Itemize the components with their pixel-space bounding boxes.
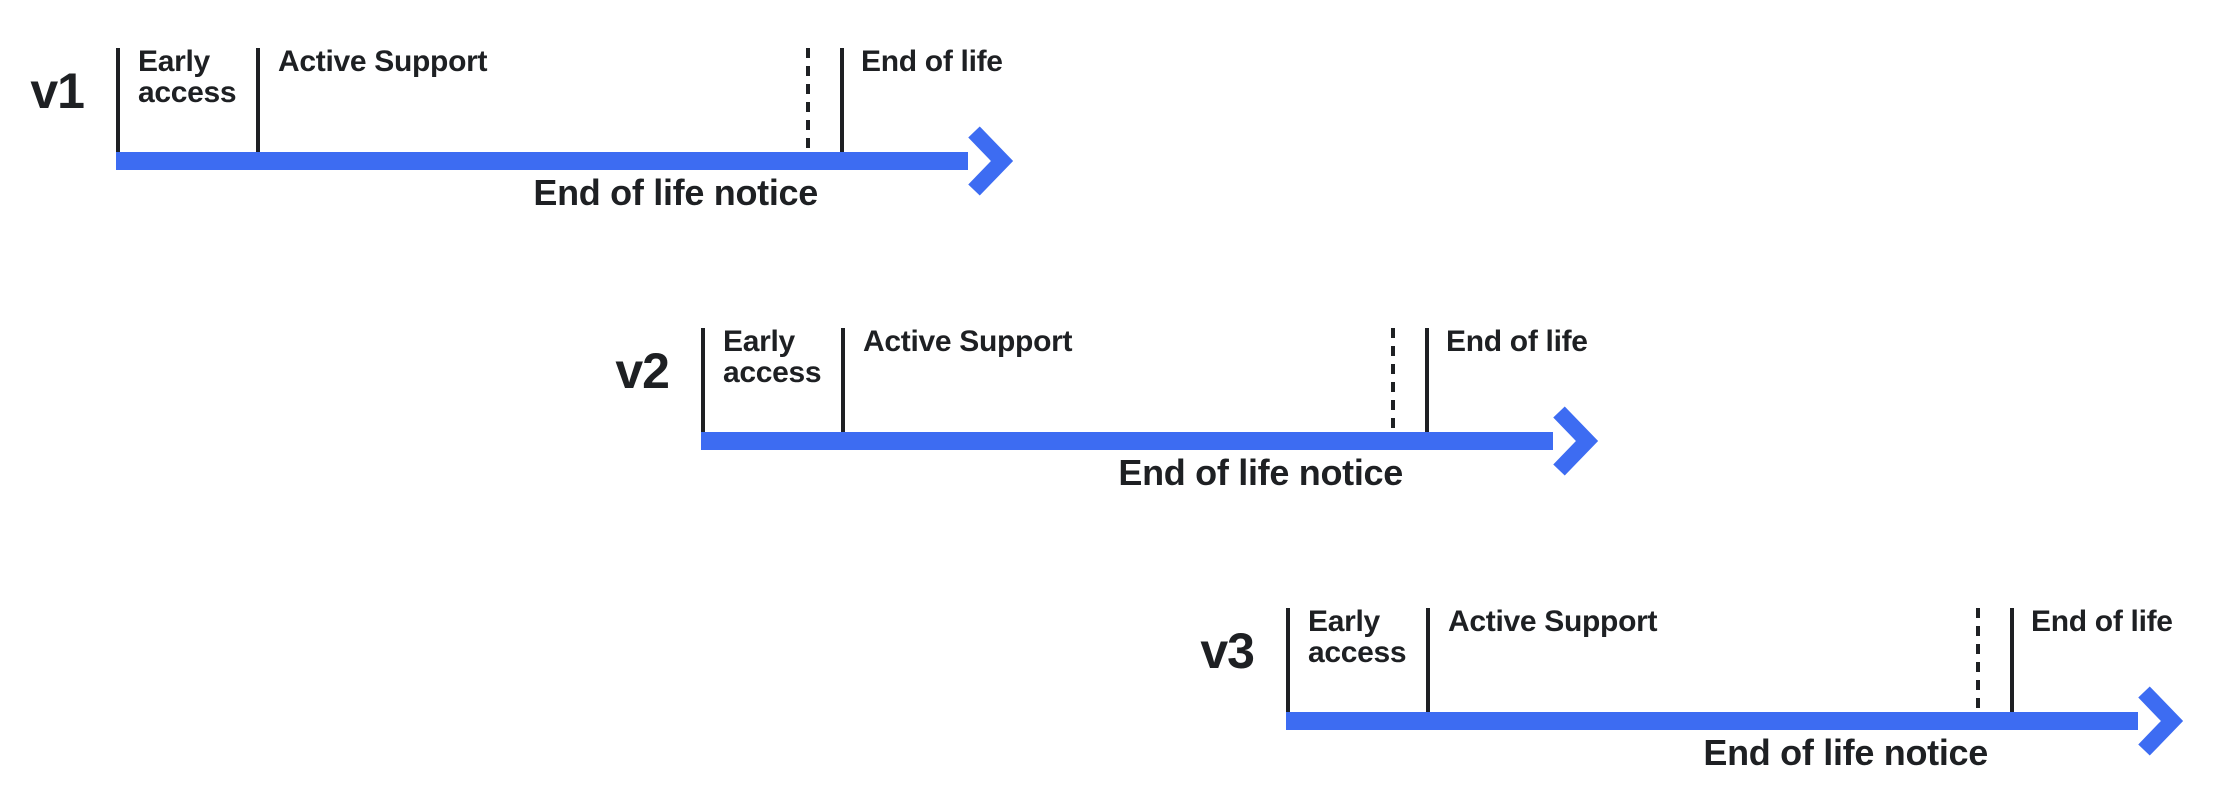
active-support-label: Active Support	[863, 325, 1073, 358]
active-support-start-tick	[841, 328, 845, 432]
early-access-start-tick	[701, 328, 705, 432]
end-of-life-tick	[840, 48, 844, 152]
timeline-v3: v3 Early access Active Support End of li…	[1200, 605, 2196, 780]
end-of-life-label: End of life	[861, 45, 1003, 78]
end-of-life-tick	[2010, 608, 2014, 712]
active-support-label: Active Support	[278, 45, 488, 78]
eol-notice-dashed-line	[806, 48, 810, 148]
timeline-arrow	[701, 406, 1599, 476]
end-of-life-label: End of life	[1446, 325, 1588, 358]
eol-notice-label: End of life notice	[1703, 732, 1988, 773]
early-access-start-tick	[1286, 608, 1290, 712]
early-access-label: Early access	[138, 45, 237, 109]
version-label: v3	[1200, 623, 1255, 679]
timeline-arrow	[116, 126, 1014, 196]
end-of-life-label: End of life	[2031, 605, 2173, 638]
timeline-v1: v1 Early access Active Support End of li…	[30, 45, 1026, 220]
version-label: v1	[30, 63, 85, 119]
eol-notice-dashed-line	[1976, 608, 1980, 708]
early-access-label: Early access	[723, 325, 822, 389]
active-support-label: Active Support	[1448, 605, 1658, 638]
early-access-label: Early access	[1308, 605, 1407, 669]
early-access-start-tick	[116, 48, 120, 152]
version-label: v2	[615, 343, 670, 399]
eol-notice-label: End of life notice	[1118, 452, 1403, 493]
eol-notice-dashed-line	[1391, 328, 1395, 428]
timeline-arrow	[1286, 686, 2184, 756]
end-of-life-tick	[1425, 328, 1429, 432]
active-support-start-tick	[256, 48, 260, 152]
eol-notice-label: End of life notice	[533, 172, 818, 213]
timeline-v2: v2 Early access Active Support End of li…	[615, 325, 1611, 500]
active-support-start-tick	[1426, 608, 1430, 712]
